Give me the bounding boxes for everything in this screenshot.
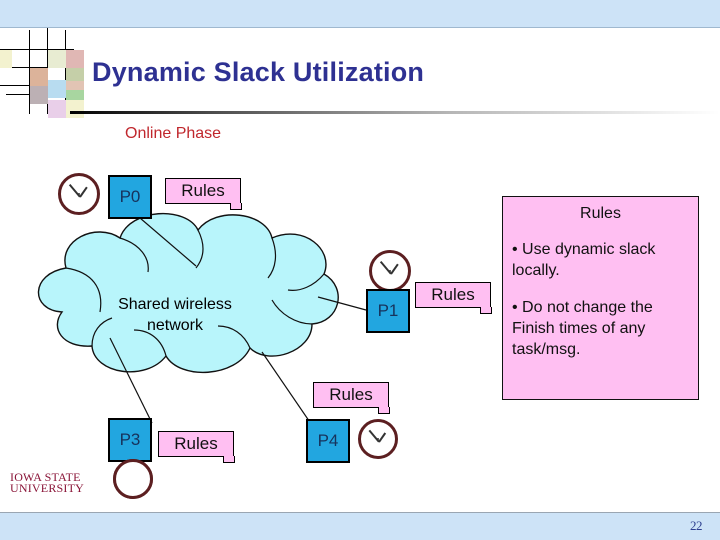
logo-line-2: UNIVERSITY bbox=[10, 481, 84, 495]
cloud-shape bbox=[37, 212, 339, 374]
rules-note-p0-label: Rules bbox=[181, 181, 225, 200]
cloud-label-line1: Shared wireless bbox=[118, 296, 232, 313]
rules-panel: Rules • Use dynamic slack locally. • Do … bbox=[502, 196, 699, 400]
cloud-label: Shared wireless network bbox=[85, 294, 265, 336]
rules-note-p0[interactable]: Rules bbox=[165, 178, 242, 210]
clock-icon-logo bbox=[113, 459, 153, 499]
page-title: Dynamic Slack Utilization bbox=[92, 57, 425, 87]
node-p3-label: P3 bbox=[119, 430, 141, 449]
clock-icon-p4 bbox=[358, 419, 398, 459]
rules-panel-title: Rules bbox=[580, 205, 621, 222]
node-p3[interactable]: P3 bbox=[108, 418, 152, 462]
bottom-banner-band bbox=[0, 512, 720, 540]
logo-line-1: IOWA STATE bbox=[10, 470, 81, 484]
node-p4-label: P4 bbox=[317, 431, 339, 450]
top-banner-band bbox=[0, 0, 720, 28]
node-p0[interactable]: P0 bbox=[108, 175, 152, 219]
title-divider bbox=[70, 111, 720, 114]
rules-panel-bullet-1: • Use dynamic slack locally. bbox=[512, 241, 656, 279]
clock-icon-p1 bbox=[369, 250, 411, 292]
rules-note-p4-label: Rules bbox=[329, 385, 373, 404]
rules-panel-bullet-2: • Do not change the Finish times of any … bbox=[512, 299, 653, 358]
node-p0-label: P0 bbox=[119, 187, 141, 206]
page-number: 22 bbox=[690, 518, 703, 533]
rules-note-p1-label: Rules bbox=[431, 285, 475, 304]
cloud-label-line2: network bbox=[146, 317, 204, 334]
clock-icon-p0 bbox=[58, 173, 100, 215]
rules-note-p1[interactable]: Rules bbox=[415, 282, 492, 314]
subtitle-online-phase: Online Phase bbox=[125, 125, 222, 142]
node-p1[interactable]: P1 bbox=[366, 289, 410, 333]
iowa-state-university-logo: IOWA STATE UNIVERSITY bbox=[10, 470, 105, 495]
rules-note-p3-label: Rules bbox=[174, 434, 218, 453]
rules-note-p3[interactable]: Rules bbox=[158, 431, 235, 463]
rules-note-p4[interactable]: Rules bbox=[313, 382, 390, 414]
node-p1-label: P1 bbox=[377, 301, 399, 320]
decorative-grid-motif bbox=[0, 28, 84, 118]
node-p4[interactable]: P4 bbox=[306, 419, 350, 463]
